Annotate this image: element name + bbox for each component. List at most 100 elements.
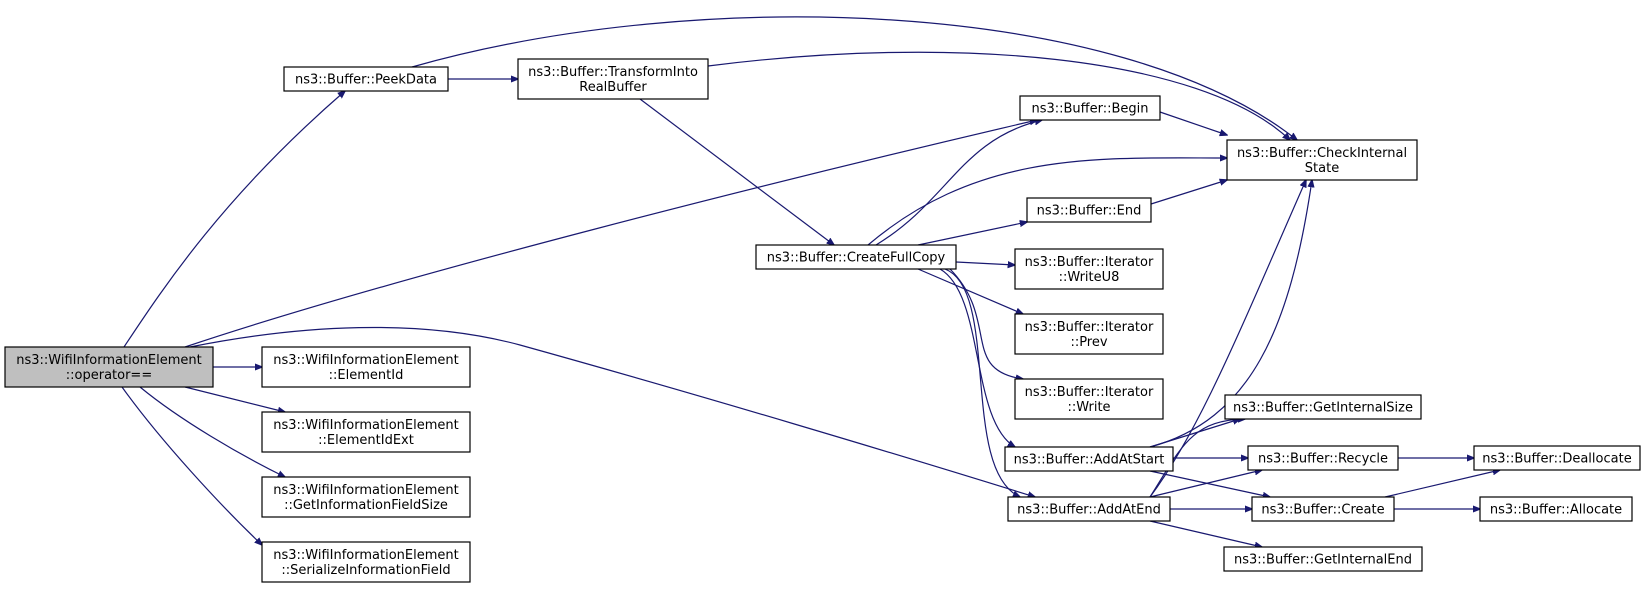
node-box [1007, 496, 1171, 522]
node-label: ::Write [1067, 400, 1110, 415]
edge-addatend-to-getinternalsize [1149, 419, 1245, 498]
node-label: ns3::Buffer::AddAtEnd [1017, 503, 1161, 518]
node-label: ::ElementId [329, 368, 404, 383]
node-label: ns3::Buffer::Iterator [1025, 320, 1154, 335]
edge-createfullcopy-to-begin [875, 120, 1042, 246]
edge-end-to-checkinternal [1150, 180, 1227, 205]
node-elementidext[interactable]: ns3::WifiInformationElement::ElementIdEx… [261, 411, 471, 453]
node-label: ns3::Buffer::TransformInto [528, 65, 698, 80]
edges-layer [121, 16, 1500, 547]
node-box [283, 66, 449, 92]
node-peekdata[interactable]: ns3::Buffer::PeekData [283, 66, 449, 92]
node-addatend[interactable]: ns3::Buffer::AddAtEnd [1007, 496, 1171, 522]
node-box [1019, 95, 1161, 121]
edge-createfullcopy-to-write [949, 268, 1023, 379]
node-getinfosize[interactable]: ns3::WifiInformationElement::GetInformat… [261, 476, 471, 518]
edge-peekdata-to-checkinternal [411, 16, 1297, 140]
node-begin[interactable]: ns3::Buffer::Begin [1019, 95, 1161, 121]
edge-createfullcopy-to-end [917, 222, 1027, 246]
node-label: ::Prev [1070, 335, 1107, 350]
edge-transform-to-createfullcopy [639, 98, 834, 245]
node-op_eq[interactable]: ns3::WifiInformationElement::operator== [4, 346, 214, 388]
edge-op_eq-to-getinfosize [139, 386, 285, 477]
node-label: ns3::Buffer::Deallocate [1482, 452, 1631, 467]
edge-op_eq-to-serialize [121, 386, 262, 545]
node-label: ns3::Buffer::CheckInternal [1237, 146, 1407, 161]
node-box [1224, 394, 1422, 420]
node-elementid[interactable]: ns3::WifiInformationElement::ElementId [261, 346, 471, 388]
node-box [261, 541, 471, 583]
edge-addatstart-to-create [1149, 470, 1270, 497]
edge-op_eq-to-begin [184, 120, 1037, 348]
node-label: RealBuffer [579, 80, 647, 95]
node-label: ns3::Buffer::Iterator [1025, 385, 1154, 400]
node-box [1014, 248, 1164, 290]
node-create[interactable]: ns3::Buffer::Create [1251, 496, 1395, 522]
edge-createfullcopy-to-prev [917, 268, 1023, 314]
edge-createfullcopy-to-writeu8 [955, 262, 1015, 265]
edge-createfullcopy-to-addatstart [939, 268, 1015, 447]
node-label: ns3::Buffer::End [1037, 204, 1142, 219]
edge-addatend-to-recycle [1149, 470, 1262, 498]
node-label: ns3::WifiInformationElement [16, 353, 202, 368]
node-getinternalsize[interactable]: ns3::Buffer::GetInternalSize [1224, 394, 1422, 420]
node-label: ns3::Buffer::Iterator [1025, 255, 1154, 270]
node-label: ns3::WifiInformationElement [273, 548, 459, 563]
node-label: ns3::Buffer::AddAtStart [1014, 453, 1165, 468]
node-box [1026, 197, 1152, 223]
node-label: ns3::Buffer::GetInternalEnd [1234, 553, 1412, 568]
node-label: ::operator== [66, 368, 152, 383]
edge-createfullcopy-to-addatend [944, 268, 1020, 497]
edge-op_eq-to-elementidext [184, 386, 285, 412]
node-box [1247, 445, 1399, 471]
edge-op_eq-to-addatend [189, 326, 1035, 497]
node-deallocate[interactable]: ns3::Buffer::Deallocate [1473, 445, 1641, 471]
node-end[interactable]: ns3::Buffer::End [1026, 197, 1152, 223]
node-write[interactable]: ns3::Buffer::Iterator::Write [1014, 378, 1164, 420]
node-box [1479, 496, 1633, 522]
node-box [1251, 496, 1395, 522]
edge-create-to-deallocate [1384, 470, 1500, 498]
node-box [755, 244, 957, 270]
edge-createfullcopy-to-checkinternal [867, 158, 1227, 246]
node-label: ns3::Buffer::GetInternalSize [1233, 401, 1413, 416]
edge-transform-to-checkinternal [707, 51, 1290, 140]
node-writeu8[interactable]: ns3::Buffer::Iterator::WriteU8 [1014, 248, 1164, 290]
node-label: ns3::WifiInformationElement [273, 418, 459, 433]
edge-addatstart-to-getinternalsize [1149, 419, 1240, 448]
node-box [4, 346, 214, 388]
edge-op_eq-to-peekdata [123, 91, 345, 348]
node-box [1014, 378, 1164, 420]
node-serialize[interactable]: ns3::WifiInformationElement::SerializeIn… [261, 541, 471, 583]
node-label: ns3::Buffer::Allocate [1490, 503, 1622, 518]
node-box [517, 58, 709, 100]
node-box [1014, 313, 1164, 355]
node-label: ns3::Buffer::CreateFullCopy [767, 251, 946, 266]
node-addatstart[interactable]: ns3::Buffer::AddAtStart [1004, 446, 1174, 472]
node-label: ns3::Buffer::PeekData [295, 73, 437, 88]
node-box [261, 411, 471, 453]
node-getinternalend[interactable]: ns3::Buffer::GetInternalEnd [1223, 546, 1423, 572]
node-box [261, 476, 471, 518]
edge-addatend-to-getinternalend [1149, 520, 1262, 547]
node-label: ns3::WifiInformationElement [273, 353, 459, 368]
node-createfullcopy[interactable]: ns3::Buffer::CreateFullCopy [755, 244, 957, 270]
edge-addatstart-to-checkinternal [1149, 180, 1312, 448]
edge-begin-to-checkinternal [1159, 111, 1227, 135]
node-box [1226, 139, 1418, 181]
node-label: ::GetInformationFieldSize [284, 498, 448, 513]
node-label: ns3::Buffer::Create [1261, 503, 1384, 518]
node-allocate[interactable]: ns3::Buffer::Allocate [1479, 496, 1633, 522]
node-label: ::WriteU8 [1059, 270, 1120, 285]
node-label: ns3::Buffer::Recycle [1258, 452, 1388, 467]
node-box [1223, 546, 1423, 572]
node-label: ns3::WifiInformationElement [273, 483, 459, 498]
node-box [1473, 445, 1641, 471]
node-recycle[interactable]: ns3::Buffer::Recycle [1247, 445, 1399, 471]
nodes-layer: ns3::WifiInformationElement::operator==n… [4, 58, 1641, 583]
node-prev[interactable]: ns3::Buffer::Iterator::Prev [1014, 313, 1164, 355]
node-label: ns3::Buffer::Begin [1031, 102, 1148, 117]
